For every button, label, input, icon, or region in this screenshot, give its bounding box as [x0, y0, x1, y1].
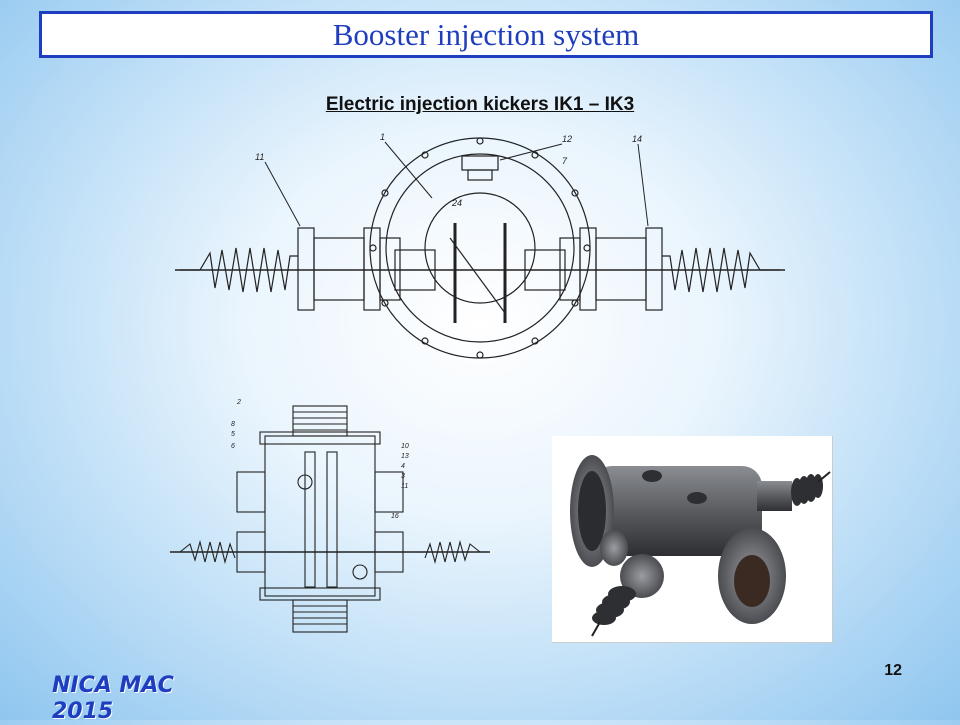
slide-subtitle: Electric injection kickers IK1 – IK3 — [325, 94, 635, 115]
slide-title: Booster injection system — [332, 16, 640, 52]
svg-text:7: 7 — [562, 156, 568, 166]
svg-text:11: 11 — [401, 483, 408, 490]
svg-text:10: 10 — [401, 443, 409, 450]
svg-text:12: 12 — [562, 134, 572, 144]
title-box: Booster injection system — [39, 11, 933, 58]
svg-text:6: 6 — [231, 443, 235, 450]
page-number: 12 — [884, 662, 902, 679]
svg-text:2: 2 — [236, 399, 241, 406]
svg-text:4: 4 — [401, 463, 405, 470]
kicker-top-view-drawing: 11 1 12 7 14 24 — [175, 132, 785, 359]
kicker-3d-render — [552, 436, 833, 643]
svg-text:24: 24 — [451, 198, 462, 208]
svg-text:11: 11 — [255, 152, 264, 162]
svg-text:8: 8 — [231, 421, 235, 428]
svg-text:13: 13 — [401, 453, 409, 460]
svg-text:1: 1 — [380, 132, 385, 142]
kicker-side-view-drawing: 2 8 5 6 10 13 4 3 11 16 — [170, 399, 490, 633]
svg-text:3: 3 — [401, 473, 405, 480]
svg-text:5: 5 — [231, 431, 235, 438]
flange-bolts — [369, 137, 591, 359]
svg-text:14: 14 — [632, 134, 642, 144]
footer-logo-text: NICA MAC 2015 — [52, 673, 174, 724]
svg-text:16: 16 — [391, 513, 399, 520]
